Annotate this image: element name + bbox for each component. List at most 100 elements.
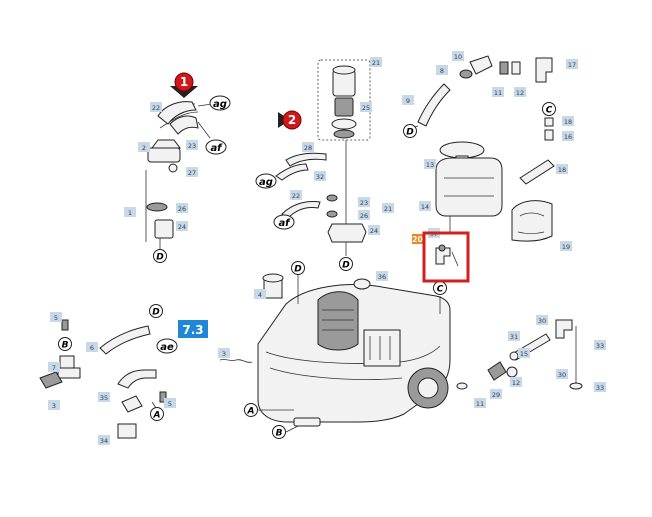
part-label-text: 17 <box>568 61 576 69</box>
hose-23-left <box>169 115 199 135</box>
clip-23 <box>326 194 338 202</box>
fitting-10 <box>469 55 493 75</box>
part-label-p24b: 24 <box>368 225 380 235</box>
part-label-text: 19 <box>562 243 570 251</box>
part-label-p18a: 18 <box>562 116 574 126</box>
filter-24-left <box>154 219 174 239</box>
part-label-text: 4 <box>258 291 262 299</box>
part-label-p23a: 23 <box>186 140 198 150</box>
callout-A-housing-text: A <box>247 407 255 417</box>
part-label-p26a: 26 <box>176 203 188 213</box>
callout-ag-top: ag <box>209 95 231 111</box>
part-label-p9: 9 <box>402 95 414 105</box>
elbow-30 <box>555 319 573 339</box>
callout-C-top-right-text: C <box>546 106 553 116</box>
part-label-text: 24 <box>370 227 378 235</box>
part-label-text: 5 <box>54 314 58 322</box>
screw-5a <box>61 319 69 331</box>
lead-A-left <box>151 401 157 409</box>
part-label-text: 18 <box>564 118 572 126</box>
part-label-p11a: 11 <box>492 87 504 97</box>
part-label-text: 16 <box>564 133 572 141</box>
cover-19-detail <box>517 212 545 234</box>
dash-af <box>197 121 211 139</box>
housing-rim2 <box>269 367 403 380</box>
pump-motor-ribs <box>322 309 354 331</box>
tank-14 <box>435 157 503 217</box>
elbow-17 <box>535 57 553 83</box>
part-label-text: 21 <box>384 205 392 213</box>
part-label-text: 18 <box>558 166 566 174</box>
part-label-p29: 29 <box>490 389 502 399</box>
part-label-p4: 4 <box>254 289 266 299</box>
part-label-p26b: 26 <box>358 210 370 220</box>
highlight-tag-text: 20 <box>412 235 422 244</box>
part-label-p19: 19 <box>560 241 572 251</box>
callout-D-left-lower: D <box>149 304 163 318</box>
callout-C-housing: C <box>433 281 447 295</box>
callout-D-mid-text: D <box>342 261 350 271</box>
part-label-text: 7 <box>52 364 56 372</box>
part-label-text: 6 <box>90 344 94 352</box>
callout-ag-top-text: ag <box>213 99 227 110</box>
valve-34 <box>117 423 137 439</box>
part-label-text: 22 <box>152 104 160 112</box>
part-label-text: 3 <box>52 402 56 410</box>
part-label-p23b: 23 <box>358 197 370 207</box>
seal-26b <box>333 129 355 139</box>
part-label-p28: 28 <box>302 142 314 152</box>
part-label-p21b: 21 <box>382 203 394 213</box>
clip-26 <box>326 210 338 218</box>
part-label-text: 5 <box>168 400 172 408</box>
callout-af-mid-text: af <box>278 218 291 229</box>
screw-5b <box>159 391 167 403</box>
part-4-cap <box>262 273 284 283</box>
part-label-p33a: 33 <box>594 340 606 350</box>
callout-C-housing-text: C <box>437 285 444 295</box>
pump-24-mid <box>327 223 367 243</box>
part-label-text: 8 <box>440 67 444 75</box>
clamp-8 <box>459 69 473 79</box>
callout-ag-mid: ag <box>255 173 277 189</box>
fitting-3b <box>121 395 143 413</box>
callout-ag-mid-text: ag <box>259 177 273 188</box>
callout-D-left-lower-text: D <box>152 308 160 318</box>
pump-motor <box>317 291 359 351</box>
part-36-plug <box>353 278 371 290</box>
gear-29 <box>487 361 507 381</box>
part-label-text: 33 <box>596 342 604 350</box>
part-label-text: 9 <box>406 97 410 105</box>
part-label-text: 13 <box>426 161 434 169</box>
hose-9 <box>417 83 451 127</box>
part-label-text: 32 <box>316 173 324 181</box>
part-label-text: 26 <box>178 205 186 213</box>
step-marker-2-text: 2 <box>288 113 296 127</box>
part-label-text: 26 <box>360 212 368 220</box>
part-label-p33b: 33 <box>594 382 606 392</box>
part-label-text: 23 <box>360 199 368 207</box>
callout-af-top-text: af <box>210 143 223 154</box>
part-label-p3a: 3 <box>48 400 60 410</box>
callout-B-left-text: B <box>62 341 69 351</box>
part-label-text: 30 <box>558 371 566 379</box>
hose-6 <box>99 325 151 355</box>
latch-18b <box>519 159 555 185</box>
callout-A-left-text: A <box>153 411 161 421</box>
part-label-p18b: 18 <box>556 164 568 174</box>
part-label-text: 34 <box>100 437 108 445</box>
part-label-p2: 2 <box>138 142 150 152</box>
filter-cap-25 <box>332 65 356 75</box>
nut-11 <box>499 61 509 75</box>
part-label-p17: 17 <box>566 59 578 69</box>
cover-19 <box>511 200 553 242</box>
part-label-text: 1 <box>128 209 132 217</box>
washer-15 <box>509 351 519 361</box>
part-label-text: 11 <box>494 89 502 97</box>
callout-D-housing: D <box>291 261 305 275</box>
part-label-text: 21 <box>372 59 380 67</box>
part-label-text: 14 <box>421 203 429 211</box>
pipe-35 <box>117 369 157 389</box>
part-label-p10: 10 <box>452 51 464 61</box>
